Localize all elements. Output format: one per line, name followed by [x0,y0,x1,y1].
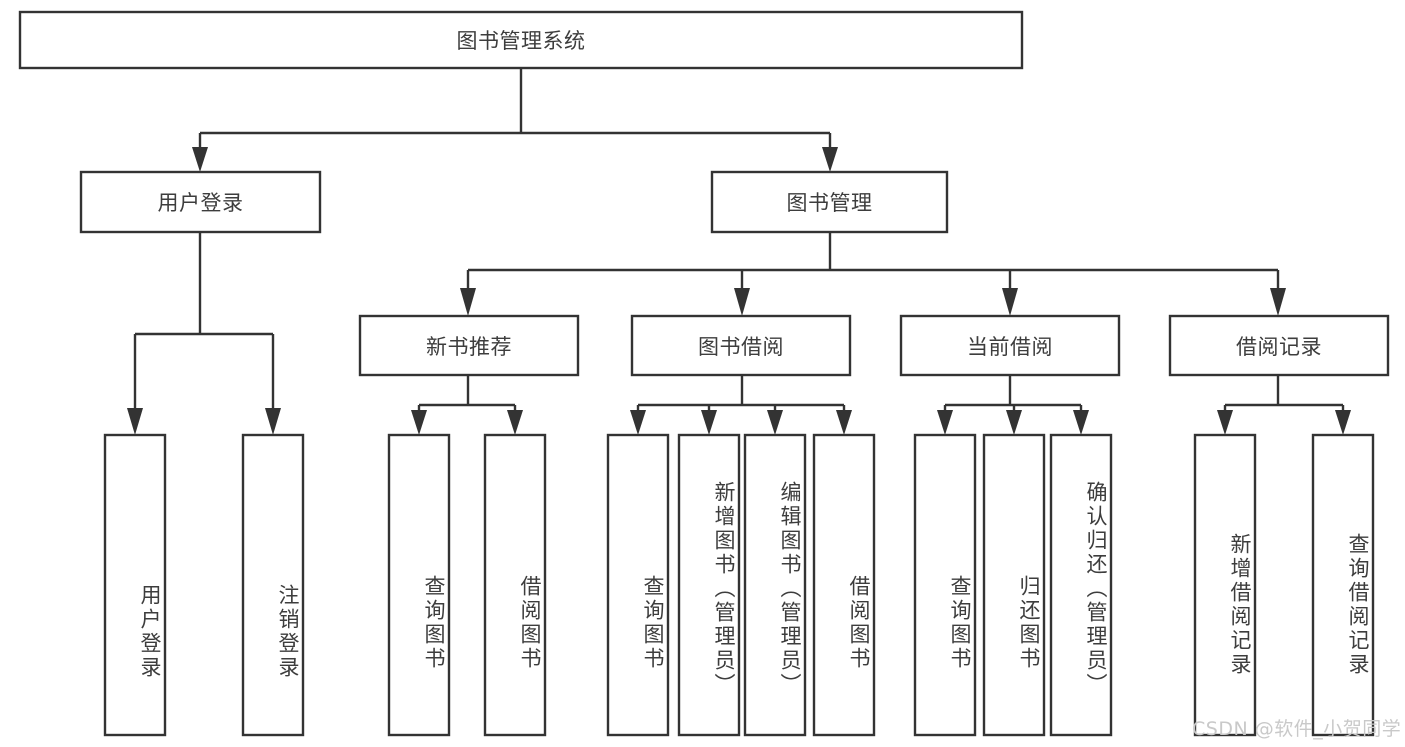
arrow-head-leaf-edit-book-admin [767,410,783,435]
arrow-head-leaf-query-borrow-record [1335,410,1351,435]
arrow-head-current-borrow [1002,288,1018,316]
node-box-new-book-recommend[interactable] [358,314,580,377]
connector-group-current-borrow [937,375,1089,435]
node-box-leaf-borrow-book-recommend[interactable] [483,433,547,737]
node-box-leaf-user-login[interactable] [103,433,167,737]
node-box-leaf-return-book[interactable] [982,433,1046,737]
node-box-current-borrow[interactable] [899,314,1121,377]
node-box-leaf-logout[interactable] [241,433,305,737]
connector-group-user-login [127,232,281,435]
node-box-leaf-query-book-recommend[interactable] [387,433,451,737]
arrow-head-book-management [822,147,838,172]
arrow-head-user-login [192,147,208,172]
node-box-leaf-borrow-book[interactable] [812,433,876,737]
connector-group-borrow-record [1217,375,1351,435]
arrow-head-leaf-add-borrow-record [1217,410,1233,435]
arrow-head-leaf-query-book-current [937,410,953,435]
node-box-leaf-edit-book-admin[interactable] [743,433,807,737]
connector-group-book-management [460,232,1286,316]
arrow-head-leaf-query-book-borrow [630,410,646,435]
node-box-leaf-query-borrow-record[interactable] [1311,433,1375,737]
connector-group-new-book-recommend [411,375,523,435]
arrow-head-leaf-borrow-book [836,410,852,435]
arrow-head-leaf-borrow-book-recommend [507,410,523,435]
arrow-head-book-borrow [734,288,750,316]
arrow-head-borrow-record [1270,288,1286,316]
arrow-head-leaf-return-book [1006,410,1022,435]
node-box-leaf-confirm-return-admin[interactable] [1049,433,1113,737]
node-box-borrow-record[interactable] [1168,314,1390,377]
node-box-user-login[interactable] [79,170,322,234]
node-box-leaf-add-borrow-record[interactable] [1193,433,1257,737]
node-box-root[interactable] [18,10,1024,70]
connector-group-root [192,68,838,172]
node-box-leaf-query-book-borrow[interactable] [606,433,670,737]
csdn-watermark: CSDN @软件_小贺同学 [1192,718,1402,740]
node-box-leaf-query-book-current[interactable] [913,433,977,737]
node-box-book-management[interactable] [710,170,949,234]
node-box-book-borrow[interactable] [630,314,852,377]
node-box-leaf-add-book-admin[interactable] [677,433,741,737]
arrow-head-leaf-query-book-recommend [411,410,427,435]
arrow-head-leaf-add-book-admin [701,410,717,435]
connector-group-book-borrow [630,375,852,435]
arrow-head-leaf-logout [265,408,281,435]
arrow-head-new-book-recommend [460,288,476,316]
arrow-head-leaf-confirm-return-admin [1073,410,1089,435]
arrow-head-leaf-user-login [127,408,143,435]
